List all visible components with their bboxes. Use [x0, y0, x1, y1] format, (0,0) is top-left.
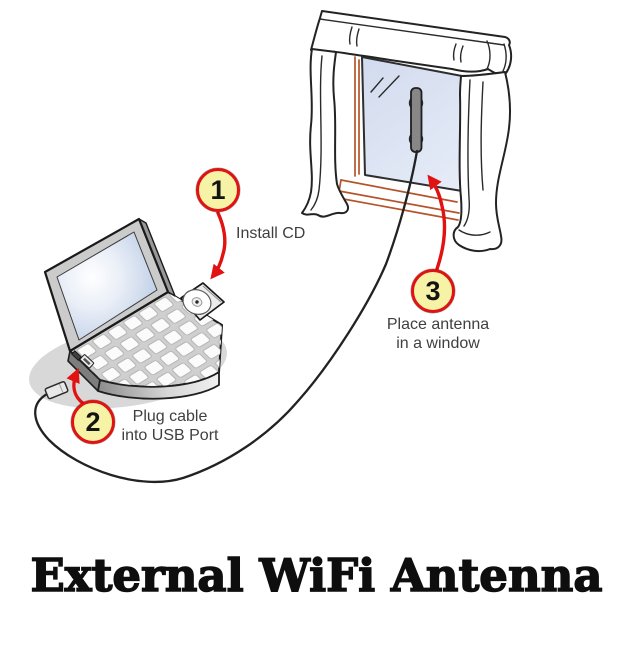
curtain-left — [301, 48, 350, 218]
step-2-badge: 2 — [71, 400, 115, 444]
window-illustration — [301, 10, 513, 253]
antenna-body — [410, 87, 423, 153]
cd-disc-icon — [182, 289, 212, 315]
laptop-screen — [43, 217, 176, 353]
glass-shine-icon — [378, 75, 400, 98]
step-3-label: Place antenna in a window — [386, 316, 490, 352]
step-1-label: Install CD — [236, 225, 306, 242]
window-sill — [340, 179, 458, 203]
laptop-front — [97, 371, 220, 400]
usb-ports — [71, 350, 95, 369]
usb-plug-icon — [44, 381, 69, 400]
curtain-valance — [310, 10, 513, 76]
step-3-arrow — [427, 174, 447, 271]
cd-tray — [180, 282, 225, 321]
antenna-icon — [408, 87, 424, 153]
usb-cable — [34, 149, 419, 484]
step-1-badge: 1 — [196, 168, 240, 212]
window-sill — [337, 197, 459, 221]
window-sill — [338, 190, 460, 214]
glass-shine-icon — [370, 77, 384, 93]
step-2-label: Plug cable into USB Port — [121, 408, 219, 444]
laptop-illustration — [29, 217, 227, 409]
curtain-right — [452, 71, 512, 253]
step-1-arrow — [210, 211, 227, 280]
page-title: External WiFi Antenna — [30, 548, 604, 603]
step-3-badge: 3 — [411, 269, 455, 313]
laptop-keyboard — [70, 292, 222, 387]
screen-display — [56, 231, 158, 341]
